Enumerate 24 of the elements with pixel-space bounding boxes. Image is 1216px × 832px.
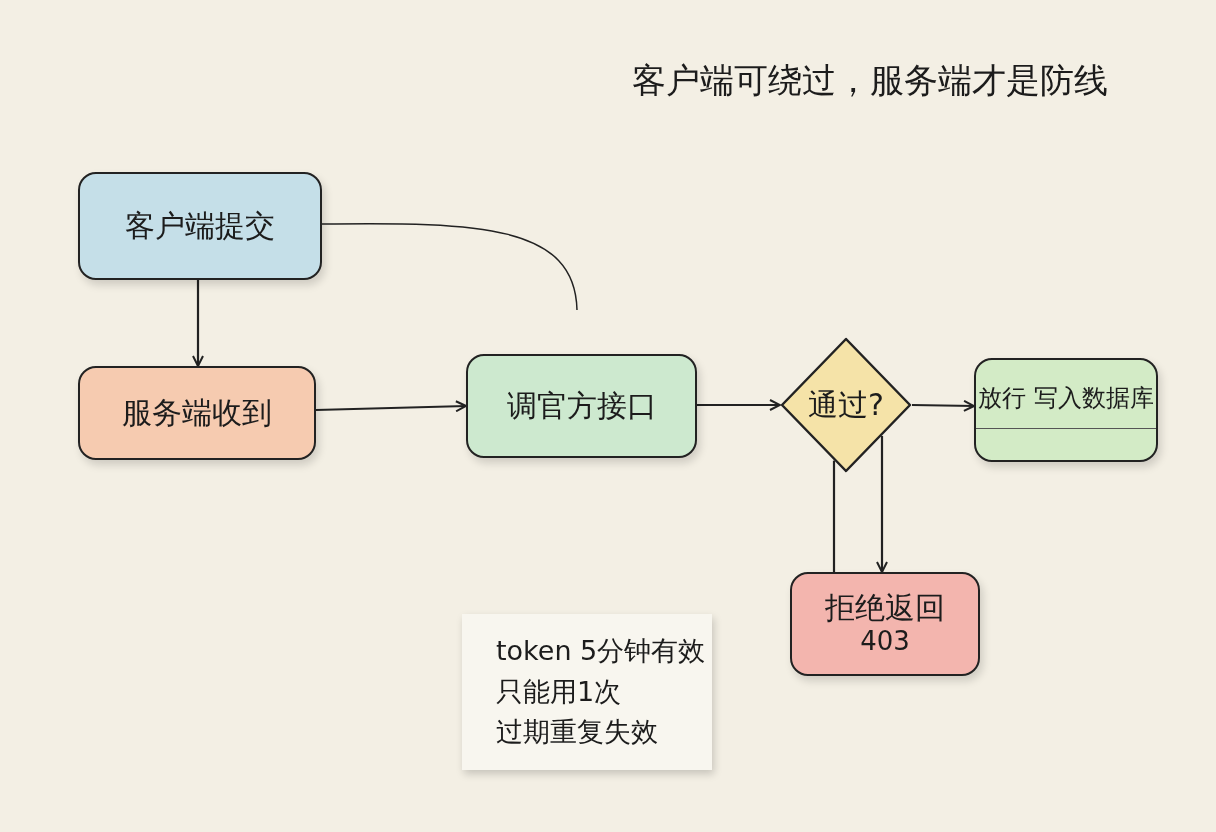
node-label: 客户端提交 <box>125 208 275 244</box>
result-box <box>790 572 980 676</box>
note-text: 只能用1次 <box>496 674 622 709</box>
node-label: 通过? <box>808 387 884 423</box>
sticky-note <box>462 614 712 770</box>
result-box <box>974 358 1158 462</box>
connector-line <box>832 460 836 572</box>
process-box <box>78 366 316 460</box>
arrow <box>912 399 975 412</box>
arrow <box>192 280 204 367</box>
arrow <box>876 435 888 573</box>
node-label: 拒绝返回 <box>825 590 945 627</box>
note-text: token 5分钟有效 <box>496 634 706 669</box>
process-box <box>78 172 322 280</box>
node-label: 403 <box>860 626 910 658</box>
node-label: 服务端收到 <box>122 395 272 431</box>
process-box <box>466 354 697 458</box>
arrow <box>315 400 467 413</box>
arrow <box>697 399 781 411</box>
note-text: 过期重复失效 <box>496 715 658 750</box>
node-label: 调官方接口 <box>506 388 657 424</box>
node-label: 放行 写入数据库 <box>978 384 1154 413</box>
title: 客户端可绕过，服务端才是防线 <box>631 59 1109 102</box>
connector-line <box>321 222 578 311</box>
